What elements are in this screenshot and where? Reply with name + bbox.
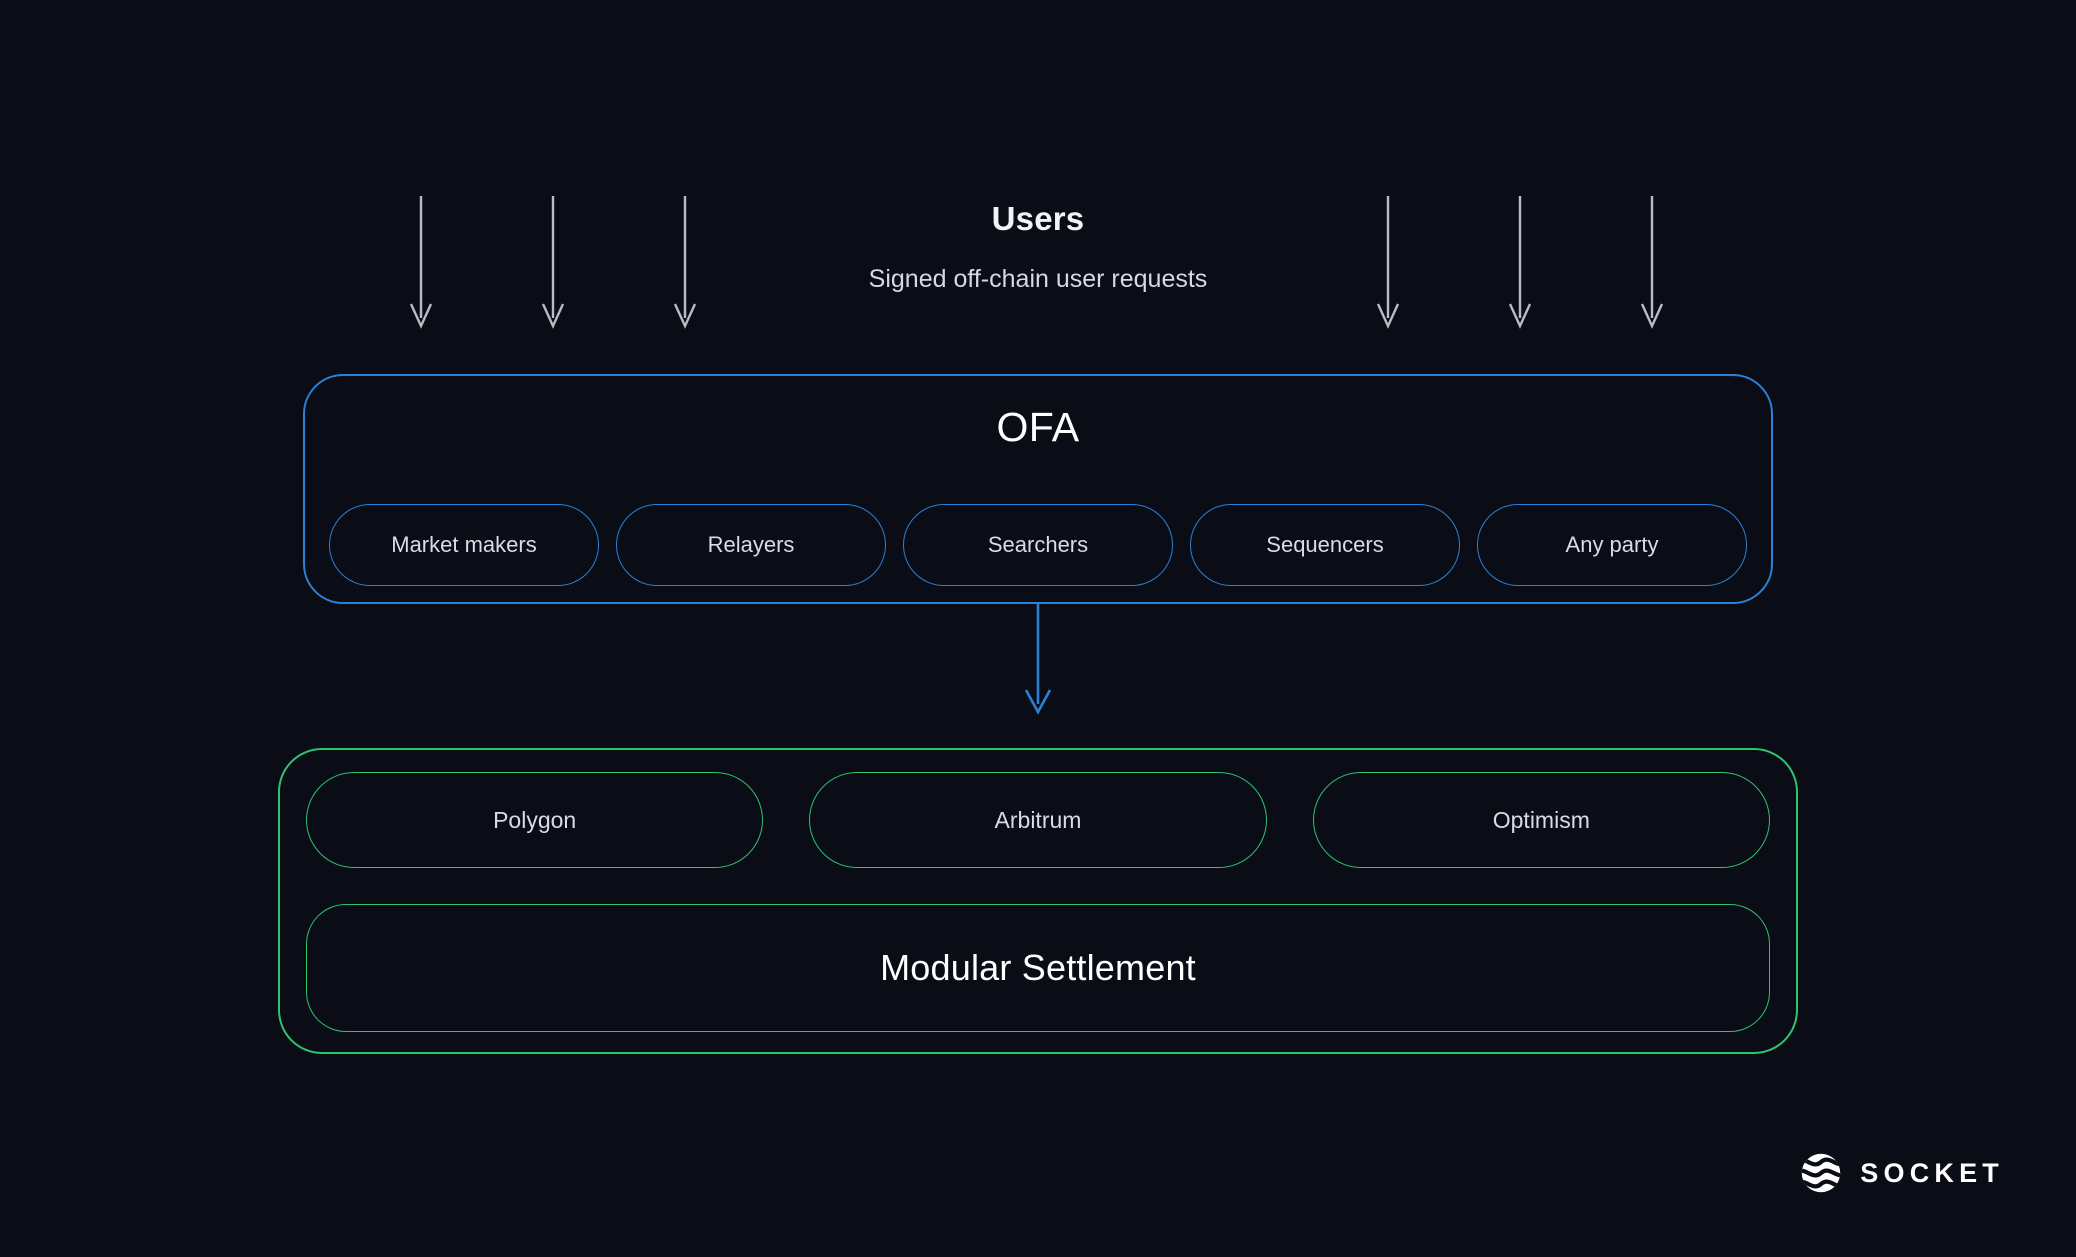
chain-label: Polygon (493, 806, 577, 833)
users-title: Users (991, 200, 1085, 237)
user-arrow-5 (1507, 196, 1533, 329)
chain-list: Polygon Arbitrum Optimism (306, 772, 1770, 868)
ofa-title: OFA (996, 404, 1080, 450)
user-arrow-1 (408, 196, 434, 329)
ofa-participant-market-makers[interactable]: Market makers (329, 504, 599, 586)
modular-settlement-bar[interactable]: Modular Settlement (306, 904, 1770, 1032)
ofa-participant-sequencers[interactable]: Sequencers (1190, 504, 1460, 586)
chain-arbitrum[interactable]: Arbitrum (809, 772, 1267, 868)
user-arrow-4 (1375, 196, 1401, 329)
ofa-to-settlement-arrow (1018, 604, 1058, 715)
ofa-participant-searchers[interactable]: Searchers (903, 504, 1173, 586)
ofa-participant-label: Searchers (987, 532, 1089, 557)
user-arrow-3 (672, 196, 698, 329)
user-arrow-2 (540, 196, 566, 329)
ofa-participant-label: Sequencers (1266, 532, 1384, 557)
chain-optimism[interactable]: Optimism (1312, 772, 1770, 868)
modular-settlement-label: Modular Settlement (880, 947, 1196, 988)
ofa-participant-relayers[interactable]: Relayers (616, 504, 886, 586)
ofa-participant-label: Relayers (707, 532, 795, 557)
settlement-container: Polygon Arbitrum Optimism Modular Settle… (278, 748, 1798, 1054)
users-subtitle: Signed off-chain user requests (868, 265, 1208, 293)
chain-polygon[interactable]: Polygon (306, 772, 764, 868)
chain-label: Optimism (1492, 806, 1590, 833)
user-arrow-6 (1639, 196, 1665, 329)
ofa-participant-label: Market makers (391, 532, 537, 557)
socket-logo: SOCKET (1799, 1151, 2004, 1195)
ofa-participant-any-party[interactable]: Any party (1477, 504, 1747, 586)
ofa-participant-label: Any party (1565, 532, 1659, 557)
ofa-participant-list: Market makers Relayers Searchers Sequenc… (329, 504, 1747, 586)
ofa-container: OFA Market makers Relayers Searchers Seq… (303, 374, 1773, 604)
users-section: Users Signed off-chain user requests (0, 0, 2076, 329)
socket-wordmark: SOCKET (1860, 1157, 2004, 1188)
chain-label: Arbitrum (994, 806, 1082, 833)
socket-globe-icon (1802, 1153, 1841, 1193)
